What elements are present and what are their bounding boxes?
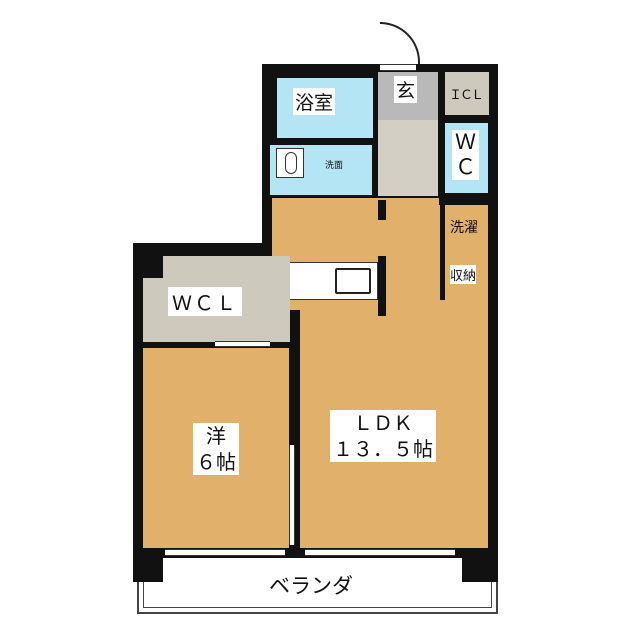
washbasin-icon bbox=[276, 148, 304, 178]
label-western-1: 洋 bbox=[206, 424, 226, 448]
label-western-2: ６帖 bbox=[196, 450, 236, 474]
sliding-door bbox=[289, 445, 295, 545]
label-entrance: 玄 bbox=[394, 76, 418, 103]
sink-icon bbox=[335, 268, 371, 294]
front-door-frame bbox=[380, 64, 416, 71]
icl-closet bbox=[445, 72, 489, 115]
label-wcl: ＷＣＬ bbox=[168, 287, 242, 316]
closet-door bbox=[215, 341, 270, 347]
label-ldk-1: ＬＤＫ bbox=[353, 411, 413, 435]
label-washroom: 洗面 bbox=[325, 161, 344, 171]
label-bath: 浴室 bbox=[293, 88, 336, 115]
label-wc-1: Ｗ bbox=[455, 130, 476, 154]
label-laundry: 洗濯 bbox=[450, 220, 478, 236]
label-ldk-2: １３．５帖 bbox=[333, 437, 433, 461]
label-wc-2: Ｃ bbox=[455, 155, 476, 179]
label-icl: ＩＣＬ bbox=[449, 88, 484, 103]
label-balcony: ベランダ bbox=[266, 570, 356, 600]
window-western bbox=[165, 549, 285, 556]
hallway bbox=[378, 120, 438, 196]
label-storage: 収納 bbox=[450, 265, 477, 284]
front-door-swing bbox=[380, 22, 420, 64]
window-ldk bbox=[305, 549, 455, 556]
